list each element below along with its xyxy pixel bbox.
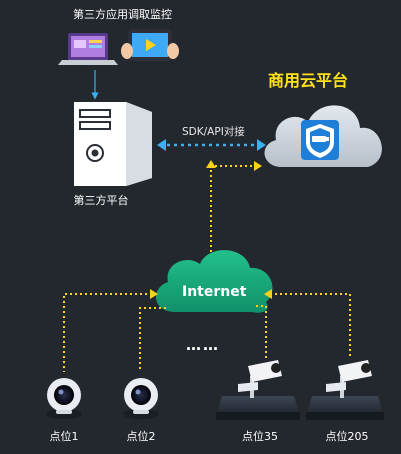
device-35-nvr-camera-icon <box>216 360 300 420</box>
device-1-camera-icon <box>46 378 82 419</box>
internet-label: Internet <box>182 284 247 300</box>
server-icon <box>74 102 152 186</box>
device-205-nvr-camera-icon <box>306 360 384 420</box>
internet-cloud <box>155 250 273 313</box>
tablet-icon <box>121 29 179 61</box>
device-1-label: 点位1 <box>49 430 79 443</box>
apps-title: 第三方应用调取监控 <box>73 8 172 21</box>
internet-to-devices-links <box>63 289 351 372</box>
device-2-camera-icon <box>123 378 159 419</box>
more-devices-ellipsis: …… <box>186 336 220 354</box>
sdk-api-link <box>157 139 266 151</box>
commercial-cloud-title: 商用云平台 <box>268 71 349 90</box>
internet-to-cloud-link <box>206 160 262 252</box>
commercial-cloud <box>264 105 382 167</box>
laptop-icon <box>58 33 118 65</box>
third-party-platform-label: 第三方平台 <box>73 194 129 207</box>
device-2-label: 点位2 <box>126 430 156 443</box>
sdk-api-label: SDK/API对接 <box>182 126 245 138</box>
device-35-label: 点位35 <box>242 430 278 443</box>
device-205-label: 点位205 <box>325 430 369 443</box>
